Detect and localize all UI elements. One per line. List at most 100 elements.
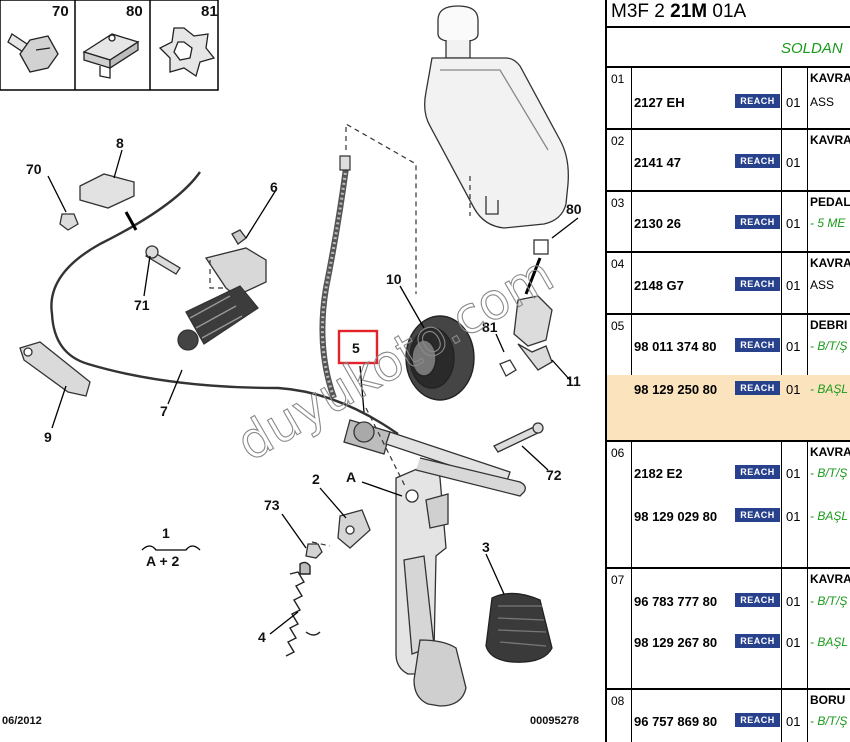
reach-badge[interactable]: REACH [735, 215, 780, 229]
callout-4: 4 [258, 629, 266, 645]
part-number[interactable]: 2148 G7 [634, 278, 684, 293]
part-number[interactable]: 2127 EH [634, 95, 685, 110]
group-index: 01 [611, 72, 625, 86]
hydraulic-pipe-7 [50, 171, 399, 435]
group-ref: 1 [162, 525, 170, 541]
thumb-label-70: 70 [52, 3, 69, 20]
pivot-bracket-2[interactable] [337, 509, 371, 549]
master-cylinder[interactable] [343, 419, 526, 497]
part-number[interactable]: 2141 47 [634, 155, 681, 170]
assist-spring[interactable] [285, 561, 321, 657]
group-index: 05 [611, 319, 625, 333]
part-number[interactable]: 98 129 267 80 [634, 635, 718, 650]
star-washer-icon [158, 27, 216, 78]
bracket-9[interactable] [19, 341, 91, 397]
reach-badge[interactable]: REACH [735, 277, 780, 291]
bolt-70-main[interactable] [59, 213, 79, 231]
reach-badge[interactable]: REACH [735, 94, 780, 108]
callout-10: 10 [386, 271, 402, 287]
part-number[interactable]: 98 129 029 80 [634, 509, 718, 524]
dashed-connections [209, 122, 471, 294]
callout-3: 3 [482, 539, 490, 555]
part-number[interactable]: 2182 E2 [634, 466, 683, 481]
group-label: 1 A + 2 [141, 525, 201, 569]
diagram-date: 06/2012 [2, 715, 42, 727]
callout-8: 8 [116, 135, 124, 151]
part-row[interactable]: 98 011 374 80 REACH 01 - B/T/Ş [607, 336, 850, 356]
group-index: 07 [611, 573, 625, 587]
part-description: - BAŞL [810, 635, 849, 649]
pedal-pad[interactable] [485, 592, 553, 663]
callout-5: 5 [352, 340, 360, 356]
flexible-hose-5 [319, 155, 351, 400]
diagram-canvas: 70 80 81 [0, 0, 582, 727]
code-prefix: M3F 2 [611, 1, 671, 22]
reach-badge[interactable]: REACH [735, 713, 780, 727]
group-title: KAVRA [810, 71, 850, 85]
thumb-81[interactable]: 81 [158, 3, 218, 78]
clip-8[interactable] [79, 173, 135, 209]
part-number[interactable]: 98 011 374 80 [634, 339, 717, 354]
part-description: - B/T/Ş [810, 594, 848, 608]
part-quantity: 01 [786, 278, 801, 293]
group-title: KAVRA [810, 256, 850, 270]
part-number[interactable]: 2130 26 [634, 216, 681, 231]
fluid-reservoir[interactable] [424, 5, 569, 229]
part-number[interactable]: 96 783 777 80 [634, 594, 718, 609]
callout-2: 2 [312, 471, 320, 487]
thumb-70[interactable]: 70 [7, 3, 69, 73]
part-quantity: 01 [786, 339, 801, 354]
group-title: KAVRA [810, 572, 850, 586]
slave-cylinder[interactable] [177, 229, 267, 351]
selected-row-highlight [607, 375, 850, 442]
highlighted-callout-5[interactable]: 5 [337, 329, 379, 365]
reach-badge[interactable]: REACH [735, 381, 780, 395]
reach-badge[interactable]: REACH [735, 338, 780, 352]
diagram-number: 00095278 [530, 715, 579, 727]
part-description: - B/T/Ş [810, 339, 848, 353]
clutch-pedal-assembly[interactable] [395, 465, 467, 707]
reach-badge[interactable]: REACH [735, 465, 780, 479]
leader-lines [47, 149, 579, 635]
reach-badge[interactable]: REACH [735, 508, 780, 522]
bolt-72[interactable] [493, 422, 544, 453]
callout-11: 11 [566, 373, 581, 389]
group-index: 03 [611, 196, 625, 210]
side-title: SOLDAN [781, 40, 843, 57]
reach-badge[interactable]: REACH [735, 593, 780, 607]
part-number[interactable]: 96 757 869 80 [634, 714, 718, 729]
release-bearing[interactable] [405, 315, 475, 401]
group-title: KAVRA [810, 133, 850, 147]
part-quantity: 01 [786, 509, 801, 524]
thumb-80[interactable]: 80 [82, 3, 143, 79]
part-number[interactable]: 98 129 250 80 [634, 382, 718, 397]
group-formula: A + 2 [146, 553, 180, 569]
bolt-71[interactable] [145, 245, 181, 275]
reach-badge[interactable]: REACH [735, 154, 780, 168]
part-description: ASS [810, 95, 835, 109]
thumb-label-80: 80 [126, 3, 143, 20]
part-description: - BAŞL [810, 382, 849, 396]
thumb-label-81: 81 [201, 3, 218, 20]
part-quantity: 01 [786, 466, 801, 481]
nut-73[interactable] [305, 543, 323, 559]
callout-73: 73 [264, 497, 280, 513]
bracket-11[interactable] [499, 239, 553, 377]
reach-badge[interactable]: REACH [735, 634, 780, 648]
